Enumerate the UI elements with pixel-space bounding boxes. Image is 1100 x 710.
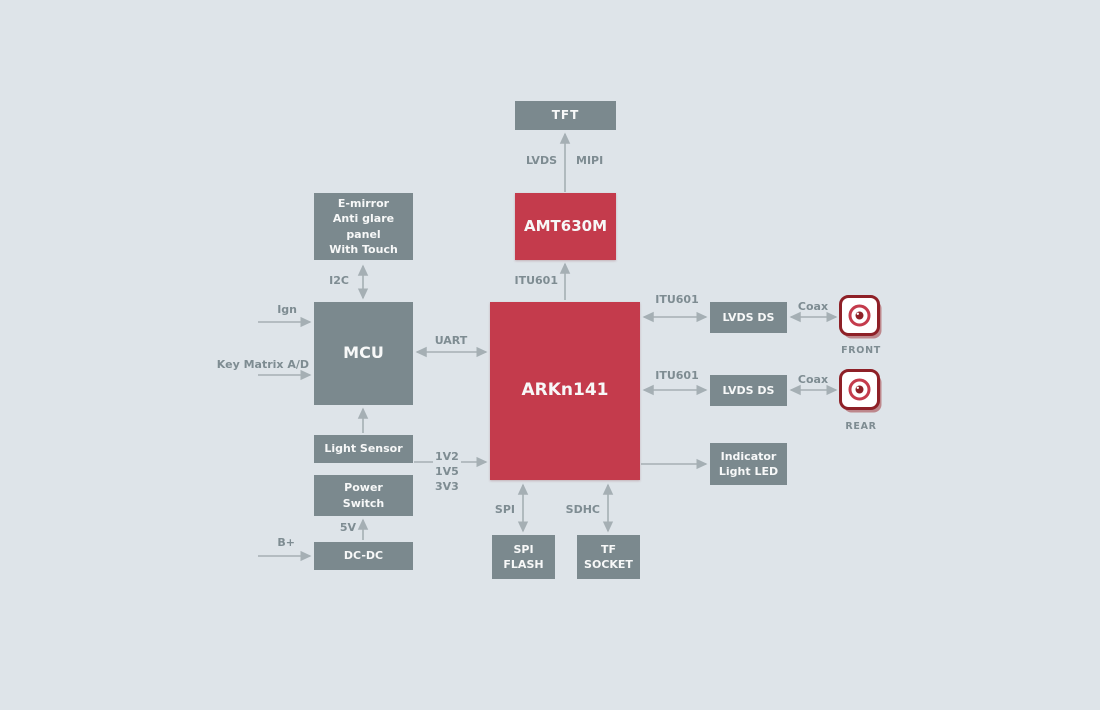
block-power-switch: Power Switch [314, 475, 413, 516]
block-lvds-ds-rear-label: LVDS DS [722, 383, 775, 397]
block-amt630m: AMT630M [515, 193, 616, 260]
label-ign: Ign [277, 303, 297, 316]
label-mipi: MIPI [576, 154, 604, 167]
block-spi-flash: SPI FLASH [492, 535, 555, 579]
label-spi: SPI [494, 503, 515, 516]
block-emirror: E-mirror Anti glare panel With Touch [314, 193, 413, 260]
block-arkn141-label: ARKn141 [521, 380, 609, 401]
label-itu601-top: ITU601 [514, 274, 559, 287]
front-camera-icon [839, 295, 883, 344]
block-tft-label: TFT [551, 108, 580, 123]
block-lvds-ds-front: LVDS DS [710, 302, 787, 333]
label-lvds: LVDS [525, 154, 557, 167]
block-indicator-led-label: Indicator Light LED [718, 449, 779, 478]
label-5v: 5V [339, 521, 356, 534]
block-mcu-label: MCU [343, 343, 384, 363]
label-key-matrix: Key Matrix A/D [216, 358, 309, 371]
front-camera-label: FRONT [841, 345, 881, 356]
label-bplus: B+ [277, 536, 295, 549]
label-sdhc: SDHC [565, 503, 600, 516]
block-lvds-ds-rear: LVDS DS [710, 375, 787, 406]
block-lvds-ds-front-label: LVDS DS [722, 310, 775, 324]
label-itu601-rear: ITU601 [655, 369, 699, 382]
block-power-switch-label: Power Switch [342, 481, 385, 510]
block-tf-socket: TF SOCKET [577, 535, 640, 579]
block-dcdc-label: DC-DC [343, 549, 384, 563]
block-arkn141: ARKn141 [490, 302, 640, 480]
block-tft: TFT [515, 101, 616, 130]
block-mcu: MCU [314, 302, 413, 405]
rear-camera-label: REAR [845, 421, 877, 432]
label-uart: UART [434, 334, 468, 347]
block-emirror-label: E-mirror Anti glare panel With Touch [329, 196, 398, 256]
label-coax-front: Coax [797, 300, 829, 313]
label-power-rails: 1V2 1V5 3V3 [433, 449, 461, 494]
label-coax-rear: Coax [797, 373, 829, 386]
label-itu601-front: ITU601 [655, 293, 699, 306]
label-i2c: I2C [329, 274, 349, 287]
rear-camera-icon [839, 369, 883, 418]
block-indicator-led: Indicator Light LED [710, 443, 787, 485]
block-spi-flash-label: SPI FLASH [503, 542, 544, 571]
block-tf-socket-label: TF SOCKET [584, 542, 633, 571]
block-light-sensor: Light Sensor [314, 435, 413, 463]
block-dcdc: DC-DC [314, 542, 413, 570]
block-light-sensor-label: Light Sensor [324, 442, 403, 456]
block-amt630m-label: AMT630M [523, 217, 607, 235]
